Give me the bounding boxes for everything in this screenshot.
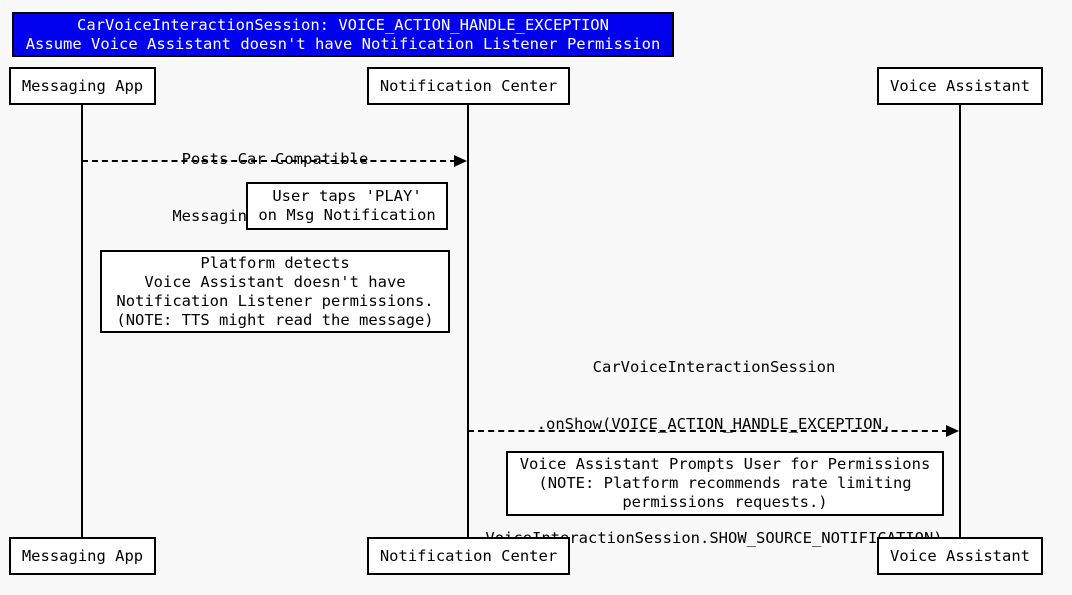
actor-notification-center-top: Notification Center: [367, 67, 570, 105]
note-line: User taps 'PLAY': [272, 187, 422, 205]
message-label-line: VoiceInteractionSession.SHOW_SOURCE_NOTI…: [485, 529, 943, 547]
actor-label: Voice Assistant: [890, 76, 1030, 95]
lifeline-notification-center: [467, 105, 469, 537]
actor-voice-assistant-bottom: Voice Assistant: [877, 537, 1043, 575]
lifeline-voice-assistant: [959, 105, 961, 537]
message-arrow-line: [82, 160, 456, 162]
arrowhead-icon: [946, 425, 959, 437]
message-label-line: Posts Car Compatible: [181, 150, 369, 168]
diagram-title-line: Assume Voice Assistant doesn't have Noti…: [25, 34, 661, 53]
message-label-line: CarVoiceInteractionSession: [592, 358, 836, 376]
note-voice-assistant-prompts: Voice Assistant Prompts User for Permiss…: [506, 451, 944, 516]
diagram-title-line: CarVoiceInteractionSession: VOICE_ACTION…: [77, 15, 609, 34]
note-line: permissions requests.): [622, 493, 828, 511]
actor-notification-center-bottom: Notification Center: [367, 537, 570, 575]
actor-messaging-app-bottom: Messaging App: [9, 537, 156, 575]
actor-messaging-app-top: Messaging App: [9, 67, 156, 105]
note-line: Voice Assistant Prompts User for Permiss…: [519, 455, 931, 473]
note-line: Notification Listener permissions.: [116, 291, 434, 310]
actor-label: Messaging App: [21, 76, 144, 95]
note-line: (NOTE: TTS might read the message): [116, 310, 434, 329]
diagram-title-banner: CarVoiceInteractionSession: VOICE_ACTION…: [12, 12, 674, 57]
actor-label: Voice Assistant: [890, 546, 1030, 565]
note-line: Platform detects: [200, 253, 350, 272]
note-line: (NOTE: Platform recommends rate limiting: [538, 474, 912, 492]
note-platform-detects: Platform detects Voice Assistant doesn't…: [100, 250, 450, 333]
actor-label: Messaging App: [21, 546, 144, 565]
actor-label: Notification Center: [379, 546, 558, 565]
note-line: on Msg Notification: [258, 206, 436, 224]
arrowhead-icon: [454, 155, 467, 167]
actor-voice-assistant-top: Voice Assistant: [877, 67, 1043, 105]
note-line: Voice Assistant doesn't have: [144, 272, 406, 291]
lifeline-messaging-app: [81, 105, 83, 537]
actor-label: Notification Center: [379, 76, 558, 95]
message-label-line: .onShow(VOICE_ACTION_HANDLE_EXCEPTION,: [536, 415, 892, 433]
note-user-taps-play: User taps 'PLAY' on Msg Notification: [246, 182, 448, 230]
message-arrow-line: [468, 430, 948, 432]
